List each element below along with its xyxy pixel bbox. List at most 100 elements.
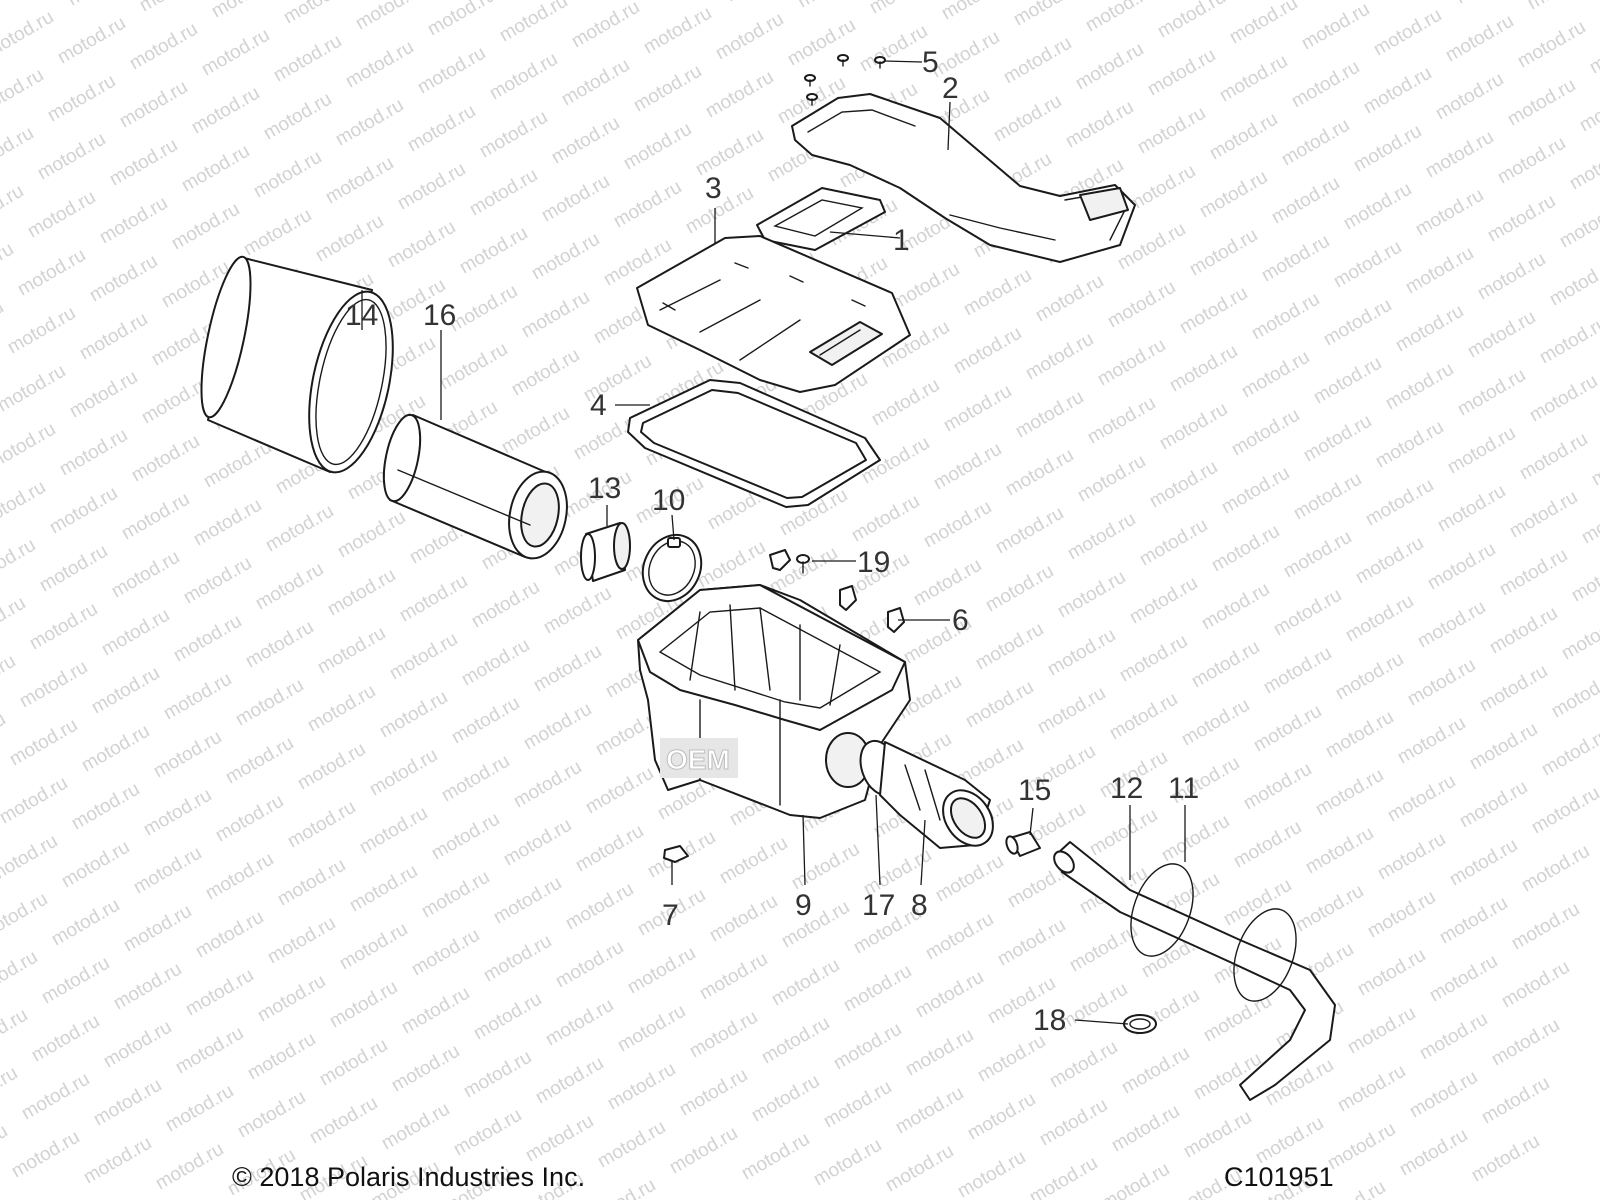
watermark-text: motod.ru: [702, 67, 777, 123]
watermark-text: motod.ru: [640, 3, 715, 59]
watermark-text: motod.ru: [738, 1129, 813, 1185]
watermark-text: motod.ru: [90, 1075, 165, 1131]
part-intake-duct: [791, 93, 1136, 263]
watermark-text: motod.ru: [706, 891, 781, 947]
watermark-text: motod.ru: [212, 791, 287, 847]
watermark-text: motod.ru: [530, 641, 605, 697]
watermark-text: motod.ru: [540, 583, 615, 639]
watermark-text: motod.ru: [480, 931, 555, 987]
watermark-text: motod.ru: [106, 135, 181, 191]
watermark-text: motod.ru: [940, 381, 1015, 437]
watermark-text: motod.ru: [964, 1089, 1039, 1145]
watermark-text: motod.ru: [1104, 277, 1179, 333]
watermark-text: motod.ru: [458, 635, 533, 691]
watermark-text: motod.ru: [748, 1071, 823, 1127]
watermark-text: motod.ru: [1012, 387, 1087, 443]
watermark-text: motod.ru: [0, 947, 41, 1003]
watermark-text: motod.ru: [168, 199, 243, 255]
part-drain-fitting: [1005, 831, 1041, 857]
watermark-text: motod.ru: [0, 1063, 21, 1119]
watermark-text: motod.ru: [182, 965, 257, 1021]
watermark-text: motod.ru: [1034, 683, 1109, 739]
watermark-text: motod.ru: [1526, 371, 1600, 427]
watermark-text: motod.ru: [912, 967, 987, 1023]
watermark-text: motod.ru: [1208, 521, 1283, 577]
watermark-text: motod.ru: [280, 0, 355, 28]
watermark-text: motod.ru: [108, 547, 183, 603]
watermark-text: motod.ru: [172, 1023, 247, 1079]
watermark-text: motod.ru: [326, 977, 401, 1033]
watermark-text: motod.ru: [1496, 545, 1571, 601]
watermark-text: motod.ru: [1444, 423, 1519, 479]
callout-12: 12: [1110, 772, 1143, 805]
watermark-text: motod.ru: [972, 619, 1047, 675]
watermark-text: motod.ru: [1518, 841, 1593, 897]
watermark-text: motod.ru: [150, 727, 225, 783]
watermark-text: motod.ru: [418, 867, 493, 923]
watermark-text: motod.ru: [242, 617, 317, 673]
watermark-text: motod.ru: [1456, 777, 1531, 833]
watermark-text: motod.ru: [232, 675, 307, 731]
watermark-text: motod.ru: [784, 15, 859, 71]
callout-9: 9: [795, 889, 812, 922]
watermark-text: motod.ru: [1414, 597, 1489, 653]
watermark-text: motod.ru: [1156, 399, 1231, 455]
callout-19: 19: [857, 546, 890, 579]
watermark-text: motod.ru: [1324, 1119, 1399, 1175]
watermark-text: motod.ru: [992, 503, 1067, 559]
watermark-text: motod.ru: [192, 907, 267, 963]
watermark-text: motod.ru: [510, 757, 585, 813]
callout-3: 3: [705, 172, 722, 205]
watermark-text: motod.ru: [178, 141, 253, 197]
watermark-text: motod.ru: [46, 483, 121, 539]
watermark-text: motod.ru: [470, 989, 545, 1045]
watermark-text: motod.ru: [366, 745, 441, 801]
watermark-text: motod.ru: [1506, 487, 1581, 543]
watermark-text: motod.ru: [1268, 173, 1343, 229]
watermark-text: motod.ru: [0, 773, 71, 829]
watermark-text: motod.ru: [1586, 23, 1600, 79]
watermark-text: motod.ru: [120, 901, 195, 957]
watermark-text: motod.ru: [436, 339, 511, 395]
watermark-text: motod.ru: [960, 265, 1035, 321]
watermark-text: motod.ru: [1546, 255, 1600, 311]
part-drain-hose: [1053, 841, 1336, 1101]
watermark-text: motod.ru: [1478, 1073, 1553, 1129]
watermark-text: motod.ru: [768, 955, 843, 1011]
watermark-text: motod.ru: [1022, 329, 1097, 385]
watermark-text: motod.ru: [1394, 713, 1469, 769]
watermark-text: motod.ru: [1498, 957, 1573, 1013]
watermark-text: motod.ru: [1342, 591, 1417, 647]
watermark-text: motod.ru: [1154, 0, 1229, 42]
callout-10: 10: [652, 484, 685, 517]
watermark-text: motod.ru: [262, 501, 337, 557]
watermark-text: motod.ru: [1082, 0, 1157, 36]
watermark-text: motod.ru: [16, 657, 91, 713]
watermark-text: motod.ru: [1216, 51, 1291, 107]
watermark-text: motod.ru: [1036, 1095, 1111, 1151]
watermark-text: motod.ru: [1188, 637, 1263, 693]
watermark-text: motod.ru: [1124, 161, 1199, 217]
watermark-text: motod.ru: [938, 0, 1013, 24]
watermark-text: motod.ru: [1094, 335, 1169, 391]
watermark-text: motod.ru: [990, 91, 1065, 147]
watermark-text: motod.ru: [0, 239, 17, 295]
watermark-text: motod.ru: [1002, 445, 1077, 501]
watermark-text: motod.ru: [1494, 133, 1569, 189]
watermark-text: motod.ru: [58, 837, 133, 893]
watermark-text: motod.ru: [562, 879, 637, 935]
watermark-text: motod.ru: [604, 1059, 679, 1115]
watermark-text: motod.ru: [694, 537, 769, 593]
watermark-text: motod.ru: [408, 925, 483, 981]
watermark-text: motod.ru: [0, 651, 19, 707]
watermark-text: motod.ru: [48, 895, 123, 951]
watermark-text: motod.ru: [36, 541, 111, 597]
watermark-text: motod.ru: [1086, 805, 1161, 861]
watermark-text: motod.ru: [260, 89, 335, 145]
watermark-text: motod.ru: [1468, 1131, 1543, 1187]
watermark-text: motod.ru: [1588, 435, 1600, 491]
watermark-text: motod.ru: [324, 565, 399, 621]
watermark-text: motod.ru: [1360, 63, 1435, 119]
callout-labels: 1 2 3 4 5 6 7 8 9 10 11 12 13 14 15 16 1…: [345, 46, 1199, 1037]
watermark-text: motod.ru: [64, 0, 139, 10]
